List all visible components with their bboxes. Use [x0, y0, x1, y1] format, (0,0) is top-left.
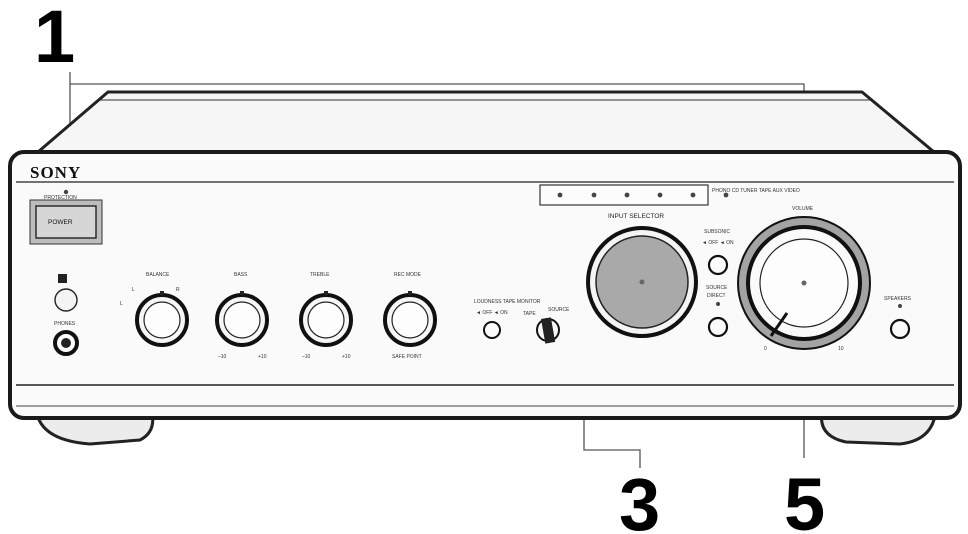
- source-direct-label-2: DIRECT: [707, 293, 726, 299]
- input-led-6: [723, 192, 729, 198]
- callout-5: 5: [784, 463, 825, 534]
- phones-label: PHONES: [54, 321, 76, 327]
- balance-top-right: R: [176, 287, 180, 293]
- balance-label: BALANCE: [146, 272, 170, 278]
- power-button-label: POWER: [48, 219, 73, 226]
- protection-indicator-icon: [63, 189, 69, 195]
- volume-center-icon: [801, 280, 807, 286]
- volume-min: 0: [764, 346, 767, 352]
- subsonic-label: SUBSONIC: [704, 229, 731, 235]
- rec-mode-bottom-label: SAFE POINT: [392, 354, 422, 360]
- treble-label: TREBLE: [310, 272, 330, 278]
- source-direct-indicator-icon: [716, 302, 720, 306]
- volume-pointer-icon: [769, 312, 789, 337]
- sensor-icon: [58, 274, 67, 283]
- input-indicator-label: PHONO CD TUNER TAPE AUX VIDEO: [712, 188, 800, 194]
- subsonic-sub-label: ◄ OFF ◄ ON: [702, 240, 734, 246]
- power-button[interactable]: [35, 205, 97, 239]
- input-indicator-strip: [539, 184, 709, 206]
- input-indicator-leds: [557, 192, 729, 198]
- sensor-window: [54, 288, 78, 312]
- input-led-5: [690, 192, 696, 198]
- loudness-sub-label: ◄ OFF ◄ ON: [476, 310, 508, 316]
- input-led-1: [557, 192, 563, 198]
- bass-label: BASS: [234, 272, 248, 278]
- callout-3: 3: [619, 463, 660, 534]
- bass-min: –10: [218, 354, 227, 360]
- callout-1: 1: [34, 0, 75, 78]
- subsonic-button[interactable]: [707, 254, 729, 276]
- input-selector-pointer-icon: [639, 279, 645, 285]
- rec-mode-center-mark-icon: [408, 291, 412, 295]
- rec-mode-knob-inner: [391, 301, 429, 339]
- bass-center-mark-icon: [240, 291, 244, 295]
- treble-min: –10: [302, 354, 311, 360]
- treble-max: +10: [342, 354, 351, 360]
- input-led-3: [624, 192, 630, 198]
- tape-monitor-source-label: SOURCE: [548, 307, 570, 313]
- balance-left-label: L: [120, 301, 123, 307]
- volume-label: VOLUME: [792, 206, 814, 212]
- balance-knob-inner: [143, 301, 181, 339]
- source-direct-button[interactable]: [707, 316, 729, 338]
- input-selector-label: INPUT SELECTOR: [608, 213, 664, 220]
- volume-max: 10: [838, 346, 844, 352]
- tape-monitor-tape-label: TAPE: [523, 311, 536, 317]
- rec-mode-label: REC MODE: [394, 272, 422, 278]
- source-direct-label: SOURCE: [706, 285, 728, 291]
- loudness-label: LOUDNESS TAPE MONITOR: [474, 299, 541, 305]
- balance-center-mark-icon: [160, 291, 164, 295]
- treble-center-mark-icon: [324, 291, 328, 295]
- brand-logo: SONY: [30, 163, 81, 182]
- bass-knob-inner: [223, 301, 261, 339]
- speakers-indicator-icon: [898, 304, 902, 308]
- balance-top-left: L: [132, 287, 135, 293]
- speakers-label: SPEAKERS: [884, 296, 912, 302]
- loudness-button[interactable]: [483, 321, 501, 339]
- tape-monitor-switch-lever: [540, 317, 556, 344]
- speakers-button[interactable]: [889, 318, 911, 340]
- phones-jack-hole: [61, 338, 71, 348]
- input-led-2: [591, 192, 597, 198]
- input-led-4: [657, 192, 663, 198]
- protection-label: PROTECTION: [44, 195, 77, 201]
- treble-knob-inner: [307, 301, 345, 339]
- top-cover: [33, 90, 939, 154]
- bass-max: +10: [258, 354, 267, 360]
- front-panel: [8, 150, 962, 420]
